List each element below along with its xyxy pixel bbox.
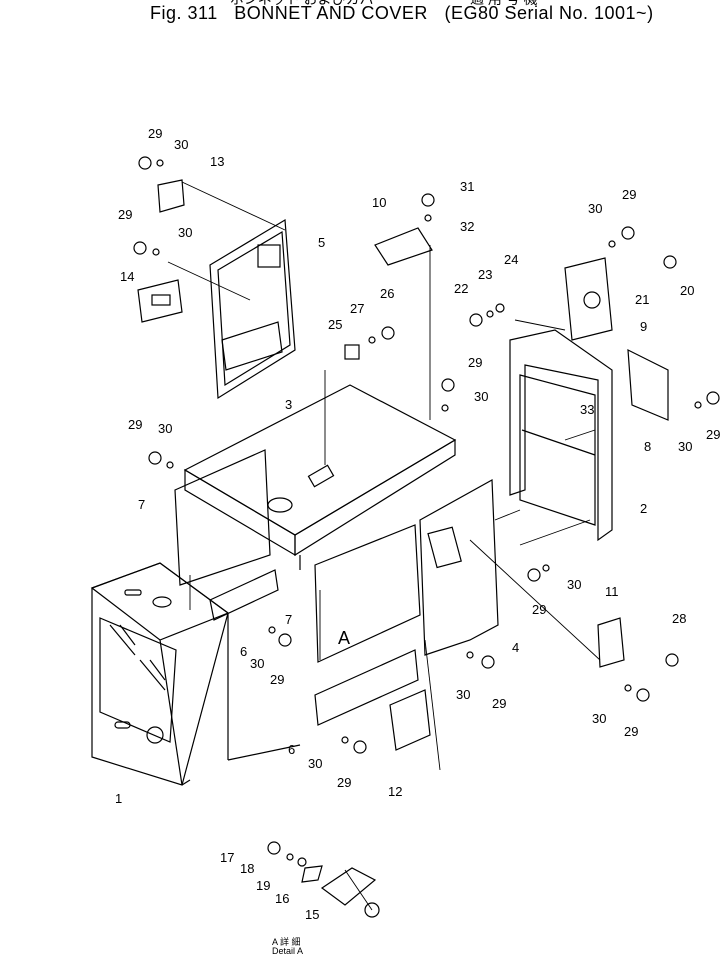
label-17: 17 [220, 850, 235, 865]
part-10-bracket [374, 227, 433, 266]
figure-title: Fig. 311 BONNET AND COVER (EG80 Serial N… [150, 3, 654, 24]
label-7: 7 [285, 612, 293, 627]
label-30: 30 [308, 756, 323, 771]
label-29: 29 [492, 696, 507, 711]
part-4-side-panel [419, 479, 499, 656]
label-4: 4 [512, 640, 520, 655]
detail-a-en: Detail A [272, 946, 304, 956]
label-7: 7 [138, 497, 146, 512]
label-29: 29 [128, 417, 143, 432]
label-24: 24 [504, 252, 519, 267]
label-13: 13 [210, 154, 225, 169]
label-19: 19 [256, 878, 271, 893]
part-14-plate [137, 279, 183, 323]
label-30: 30 [250, 656, 265, 671]
label-29: 29 [468, 355, 483, 370]
part-6-strip-a [209, 569, 279, 621]
label-20: 20 [680, 283, 695, 298]
japanese-title: ボンネット およびカバー [230, 0, 388, 9]
japanese-serial: 適 用 号 機 [470, 0, 538, 9]
label-5: 5 [318, 235, 326, 250]
part-11-cover [597, 617, 625, 668]
part-5-door-panel [209, 218, 296, 400]
label-29: 29 [532, 602, 547, 617]
label-1: 1 [115, 791, 123, 806]
label-6: 6 [288, 742, 296, 757]
label-A: A [338, 628, 351, 648]
label-22: 22 [454, 281, 469, 296]
label-23: 23 [478, 267, 493, 282]
part-8-side-plate [627, 348, 669, 421]
label-28: 28 [672, 611, 687, 626]
label-26: 26 [380, 286, 395, 301]
label-21: 21 [635, 292, 650, 307]
label-15: 15 [305, 907, 320, 922]
label-30: 30 [178, 225, 193, 240]
part-6-strip-b [314, 649, 419, 726]
label-30: 30 [474, 389, 489, 404]
part-9-cover [564, 257, 613, 341]
detail-a-parts [267, 841, 380, 918]
fasteners [133, 156, 720, 754]
label-29: 29 [622, 187, 637, 202]
label-27: 27 [350, 301, 365, 316]
label-10: 10 [372, 195, 387, 210]
label-30: 30 [456, 687, 471, 702]
part-12-inspection [389, 689, 431, 751]
label-30: 30 [567, 577, 582, 592]
label-30: 30 [678, 439, 693, 454]
label-2: 2 [640, 501, 648, 516]
label-30: 30 [588, 201, 603, 216]
label-31: 31 [460, 179, 475, 194]
label-32: 32 [460, 219, 475, 234]
label-29: 29 [270, 672, 285, 687]
label-33: 33 [580, 402, 595, 417]
label-16: 16 [275, 891, 290, 906]
label-30: 30 [158, 421, 173, 436]
leader-lines [167, 181, 601, 911]
label-18: 18 [240, 861, 255, 876]
label-8: 8 [644, 439, 652, 454]
label-12: 12 [388, 784, 403, 799]
detail-a-jp: A 詳 細 [272, 937, 301, 947]
label-30: 30 [592, 711, 607, 726]
figure-name: BONNET AND COVER [234, 3, 428, 23]
part-21-fitting [583, 291, 601, 309]
label-6: 6 [240, 644, 248, 659]
part-14-latch [151, 294, 171, 306]
part-2-frame [509, 329, 613, 542]
label-29: 29 [148, 126, 163, 141]
label-29: 29 [337, 775, 352, 790]
detail-a-caption: A 詳 細 Detail A [272, 938, 303, 956]
label-29: 29 [706, 427, 721, 442]
label-3: 3 [285, 397, 293, 412]
figure-number: Fig. 311 [150, 3, 218, 23]
label-14: 14 [120, 269, 135, 284]
label-9: 9 [640, 319, 648, 334]
label-25: 25 [328, 317, 343, 332]
part-7-upper-panel [174, 449, 271, 586]
part-3-top-cover [183, 384, 457, 570]
part-13-plate [157, 179, 185, 213]
label-29: 29 [624, 724, 639, 739]
serial-range: (EG80 Serial No. 1001~) [444, 3, 654, 23]
label-30: 30 [174, 137, 189, 152]
label-11: 11 [605, 584, 619, 599]
part-1-bonnet-front [90, 562, 301, 786]
part-7-lower-panel [314, 524, 421, 663]
label-29: 29 [118, 207, 133, 222]
